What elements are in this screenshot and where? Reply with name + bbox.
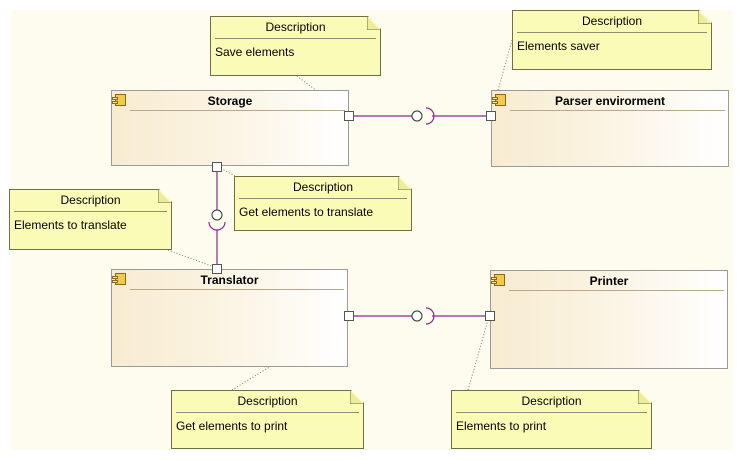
- component-icon: [112, 94, 126, 106]
- note-title: Description: [265, 20, 326, 34]
- note-divider: [215, 38, 376, 39]
- port-translator-right[interactable]: [344, 311, 354, 321]
- note-elements-saver[interactable]: Description Elements saver: [512, 10, 712, 70]
- component-parser[interactable]: Parser envirorment: [491, 90, 729, 167]
- component-icon: [112, 273, 126, 285]
- note-divider: [456, 412, 647, 413]
- note-title: Description: [237, 394, 298, 408]
- note-elements-to-print[interactable]: Description Elements to print: [451, 390, 652, 449]
- note-elements-to-translate[interactable]: Description Elements to translate: [9, 189, 172, 250]
- note-title: Description: [521, 394, 582, 408]
- component-divider: [509, 290, 724, 291]
- interface-translator-printer[interactable]: [354, 307, 486, 325]
- note-text: Elements saver: [517, 39, 600, 53]
- note-text: Get elements to print: [176, 419, 288, 433]
- interface-storage-translator[interactable]: [208, 172, 226, 264]
- interface-storage-parser[interactable]: [354, 107, 486, 125]
- note-divider: [176, 412, 359, 413]
- port-translator-top[interactable]: [212, 264, 222, 274]
- note-title: Description: [581, 14, 643, 28]
- note-fold-icon: [367, 17, 380, 30]
- note-get-elements-to-translate[interactable]: Description Get elements to translate: [234, 176, 412, 231]
- component-divider: [130, 110, 345, 111]
- note-fold-icon: [698, 11, 711, 24]
- note-title: Description: [292, 180, 354, 194]
- note-anchor-to-print: [467, 319, 489, 391]
- note-anchor-get-translate: [219, 167, 236, 177]
- component-title: Parser envirorment: [554, 94, 666, 108]
- component-title: Storage: [207, 94, 253, 108]
- component-icon: [491, 274, 505, 286]
- note-divider: [14, 211, 167, 212]
- component-printer[interactable]: Printer: [490, 270, 728, 369]
- note-anchor-saver: [491, 39, 513, 113]
- component-icon: [492, 94, 506, 106]
- component-storage[interactable]: Storage: [111, 90, 349, 166]
- note-fold-icon: [638, 391, 651, 404]
- component-divider: [130, 289, 344, 290]
- note-title: Description: [60, 193, 121, 207]
- component-translator[interactable]: Translator: [111, 269, 348, 367]
- note-save-elements[interactable]: Description Save elements: [210, 16, 381, 76]
- note-text: Get elements to translate: [239, 205, 374, 219]
- note-anchor-to-translate: [167, 249, 215, 268]
- port-storage-right[interactable]: [344, 111, 354, 121]
- note-divider: [517, 32, 707, 33]
- note-text: Elements to print: [456, 419, 547, 433]
- component-divider: [510, 110, 725, 111]
- note-fold-icon: [158, 190, 171, 203]
- note-fold-icon: [398, 177, 411, 190]
- port-parser-left[interactable]: [486, 111, 496, 121]
- port-printer-left[interactable]: [485, 311, 495, 321]
- port-storage-bottom[interactable]: [212, 162, 222, 172]
- note-fold-icon: [350, 391, 363, 404]
- note-text: Elements to translate: [14, 218, 127, 232]
- note-divider: [239, 198, 407, 199]
- note-text: Save elements: [215, 45, 295, 59]
- note-get-elements-to-print[interactable]: Description Get elements to print: [171, 390, 364, 449]
- component-title: Printer: [589, 274, 629, 288]
- component-title: Translator: [200, 273, 259, 287]
